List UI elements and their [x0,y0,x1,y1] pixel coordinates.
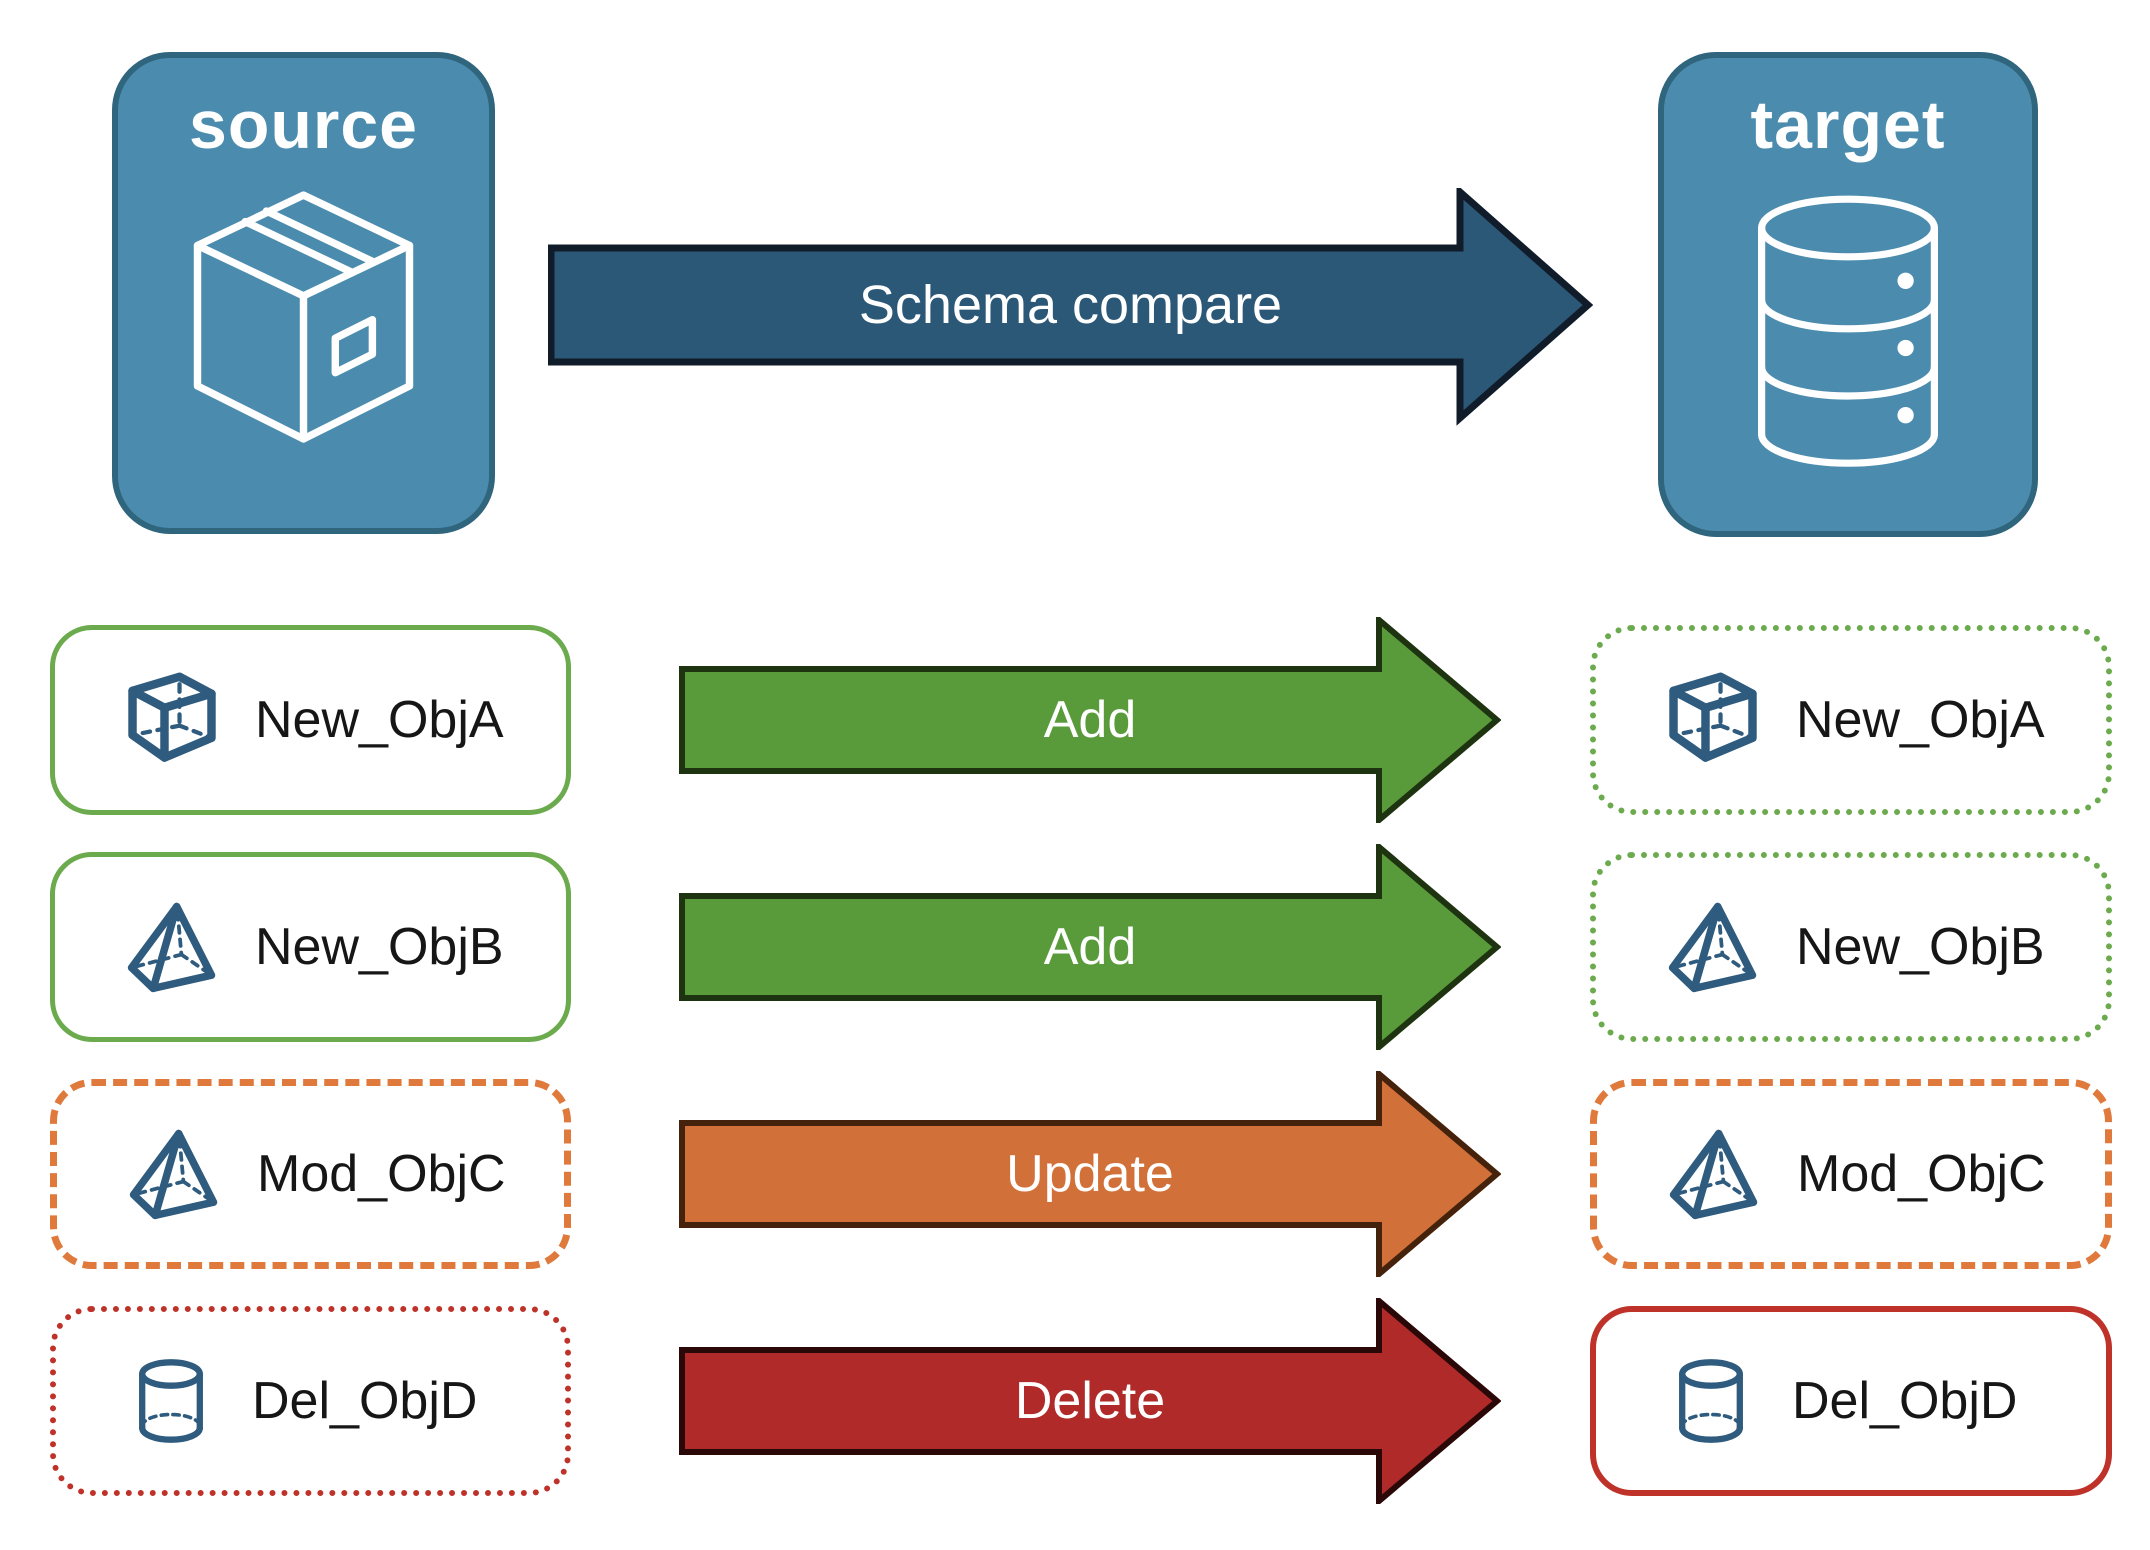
object-label: Del_ObjD [1792,1372,2018,1430]
schema-compare-arrow: Schema compare [548,188,1593,433]
target-object-card: New_ObjA [1590,625,2112,815]
pyramid-icon [1666,899,1760,995]
source-object-card: Del_ObjD [50,1306,571,1496]
source-object-card: Mod_ObjC [50,1079,571,1269]
target-object-card: New_ObjB [1590,852,2112,1042]
target-node: target [1658,52,2038,537]
object-label: Mod_ObjC [257,1145,506,1203]
add-arrow: Add [679,844,1501,1050]
delete-arrow-label: Delete [1014,1372,1166,1430]
target-node-title: target [1750,87,1946,163]
object-row-mod-objc: Mod_ObjC Update Mod_ObjC [0,1071,2150,1277]
object-row-new-obja: New_ObjA Add New_ObjA [0,617,2150,823]
package-icon [171,179,436,471]
add-arrow-shape [679,617,1501,823]
add-arrow-label: Add [1043,918,1137,976]
add-arrow-shape [679,844,1501,1050]
object-label: New_ObjA [1796,691,2045,749]
object-label: New_ObjA [255,691,504,749]
object-label: New_ObjB [255,918,504,976]
object-label: Del_ObjD [252,1372,478,1430]
pyramid-icon [1667,1126,1761,1222]
object-row-del-objd: Del_ObjD Delete Del_ObjD [0,1298,2150,1504]
source-node: source [112,52,495,534]
pyramid-icon [127,1126,221,1222]
database-icon [1728,179,1968,469]
update-arrow-shape [679,1071,1501,1277]
delete-arrow-shape [679,1298,1501,1504]
target-object-card: Del_ObjD [1590,1306,2112,1496]
schema-compare-arrow-label: Schema compare [858,275,1283,335]
add-arrow: Add [679,617,1501,823]
pyramid-icon [125,899,219,995]
update-arrow-label: Update [1006,1145,1174,1203]
cylinder-icon [126,1354,216,1448]
update-arrow: Update [679,1071,1501,1277]
cube-icon [125,672,219,768]
target-object-card: Mod_ObjC [1590,1079,2112,1269]
source-object-card: New_ObjB [50,852,571,1042]
add-arrow-label: Add [1043,691,1137,749]
object-row-new-objb: New_ObjB Add New_ObjB [0,844,2150,1050]
cube-icon [1666,672,1760,768]
cylinder-icon [1666,1354,1756,1448]
delete-arrow: Delete [679,1298,1501,1504]
schema-compare-arrow-shape [548,188,1593,426]
object-label: Mod_ObjC [1797,1145,2046,1203]
source-object-card: New_ObjA [50,625,571,815]
object-label: New_ObjB [1796,918,2045,976]
source-node-title: source [189,87,418,163]
